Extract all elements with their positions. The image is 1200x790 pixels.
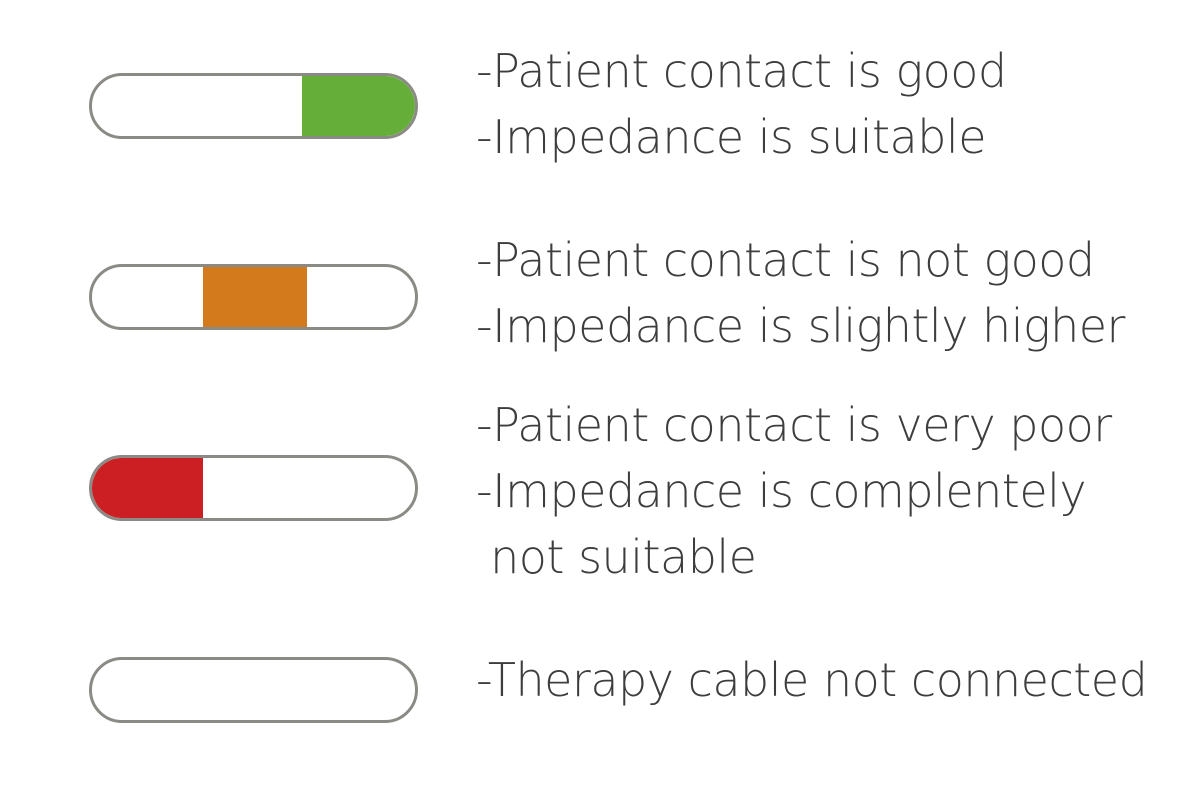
legend-line: -Patient contact is very poor bbox=[476, 398, 1112, 452]
indicator-bar-not-good bbox=[89, 264, 418, 330]
legend-line: -Therapy cable not connected bbox=[476, 653, 1148, 707]
legend-text-not-good: -Patient contact is not good -Impedance i… bbox=[476, 227, 1125, 359]
indicator-fill bbox=[92, 458, 204, 518]
legend-text-good: -Patient contact is good -Impedance is su… bbox=[476, 38, 1007, 170]
indicator-bar-good bbox=[89, 73, 418, 139]
indicator-bar-not-connected bbox=[89, 657, 418, 723]
legend-line: -Impedance is slightly higher bbox=[476, 299, 1125, 353]
indicator-fill bbox=[203, 267, 307, 327]
indicator-bar-very-poor bbox=[89, 455, 418, 521]
legend-line: -Impedance is complentely bbox=[476, 464, 1087, 518]
indicator-fill bbox=[301, 76, 415, 136]
legend-text-very-poor: -Patient contact is very poor -Impedance … bbox=[476, 392, 1112, 590]
legend-text-not-connected: -Therapy cable not connected bbox=[476, 647, 1148, 713]
legend-line: -Patient contact is good bbox=[476, 44, 1007, 98]
legend-line: -Patient contact is not good bbox=[476, 233, 1095, 287]
legend-line: not suitable bbox=[476, 530, 757, 584]
legend-line: -Impedance is suitable bbox=[476, 110, 987, 164]
